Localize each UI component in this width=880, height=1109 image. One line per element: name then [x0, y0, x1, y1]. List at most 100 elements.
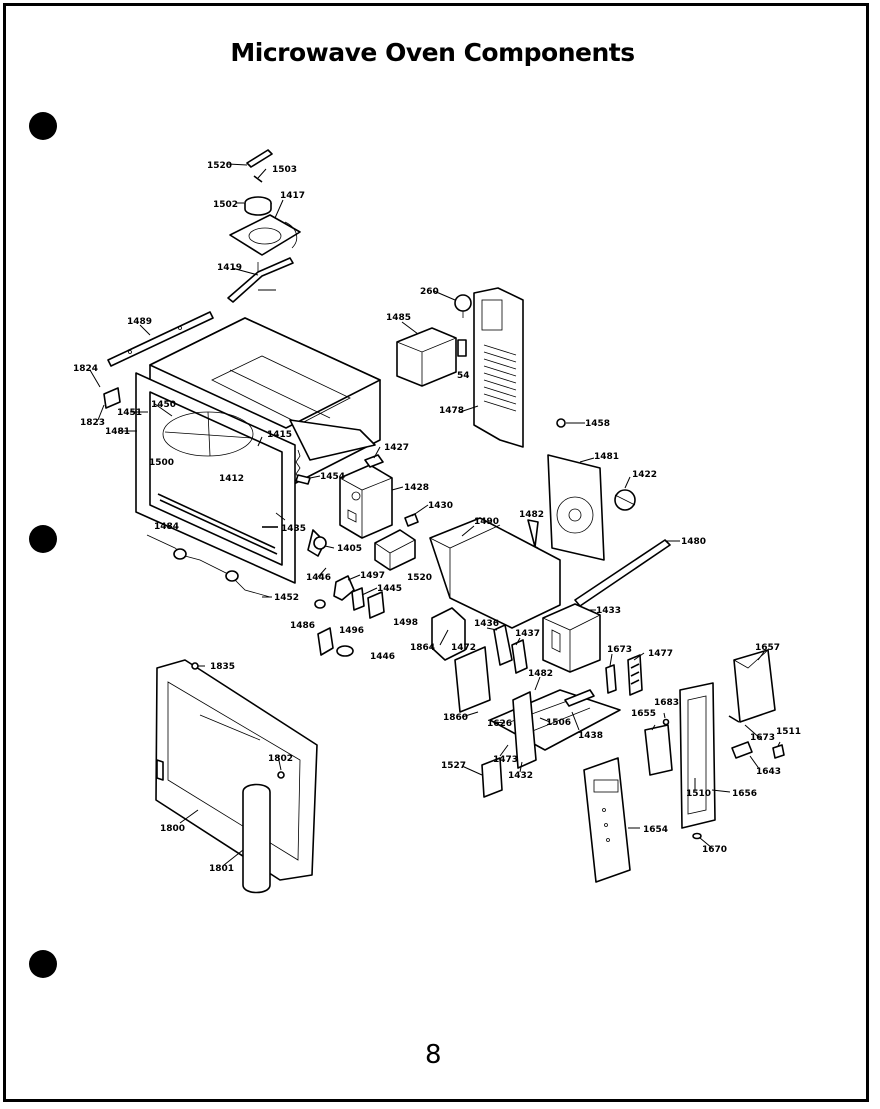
control-bracket-1656 — [679, 682, 716, 829]
part-label: 1497 — [360, 571, 385, 581]
part-label: 1473 — [493, 755, 518, 765]
part-label: 1502 — [213, 200, 238, 210]
switch-1445 — [351, 587, 365, 611]
part-label: 1430 — [428, 501, 453, 511]
fan-motor-1422 — [614, 489, 636, 511]
part-label: 1520 — [407, 573, 432, 583]
part-label: 1655 — [631, 709, 656, 719]
part-label: 1458 — [585, 419, 610, 429]
bracket-1527 — [481, 757, 503, 798]
part-label: 1801 — [209, 864, 234, 874]
clip-1643 — [731, 741, 753, 759]
part-label: 1656 — [732, 789, 757, 799]
part-label: 1511 — [776, 727, 801, 737]
part-label: 1500 — [149, 458, 174, 468]
capacitor-1438 — [564, 689, 595, 707]
part-label: 1860 — [443, 713, 468, 723]
part-label: 1503 — [272, 165, 297, 175]
part-label: 1454 — [320, 472, 345, 482]
stirrer-pulley — [244, 196, 272, 216]
part-label: 1427 — [384, 443, 409, 453]
thermal-cutout-1427 — [364, 454, 384, 468]
part-label: 1480 — [681, 537, 706, 547]
part-label: 1506 — [546, 718, 571, 728]
part-label: 1510 — [686, 789, 711, 799]
part-label: 1657 — [755, 643, 780, 653]
part-label: 260 — [420, 287, 439, 297]
part-label: 1433 — [596, 606, 621, 616]
base-frame-1490 — [429, 517, 561, 629]
part-label: 1445 — [377, 584, 402, 594]
part-label: 1490 — [474, 517, 499, 527]
part-label: 1481 — [594, 452, 619, 462]
part-label: 1683 — [654, 698, 679, 708]
lamp-260 — [454, 294, 472, 318]
cover-1657 — [733, 649, 776, 723]
part-label: 1626 — [487, 719, 512, 729]
bracket-1520-lower — [374, 529, 416, 571]
part-label: 1432 — [508, 771, 533, 781]
screw-1683 — [662, 718, 670, 726]
part-label: 1484 — [154, 522, 179, 532]
bracket-1823 — [103, 387, 121, 409]
part-label: 1437 — [515, 629, 540, 639]
magnetron — [339, 464, 393, 539]
page-border — [3, 3, 869, 1102]
clip-1430 — [404, 513, 419, 527]
fan-housing-1481 — [547, 454, 605, 561]
spring-1454 — [295, 449, 311, 485]
nut-1486 — [314, 599, 326, 609]
part-label: 1485 — [386, 313, 411, 323]
page-number: 8 — [425, 1040, 442, 1070]
panel-1472 — [454, 646, 491, 713]
cover-1864 — [431, 607, 466, 661]
clip-1511 — [772, 744, 785, 759]
fan-blade-1405 — [307, 529, 327, 557]
screw-1835 — [191, 662, 199, 670]
part-label: 1527 — [441, 761, 466, 771]
part-label: 1428 — [404, 483, 429, 493]
switch-1497 — [333, 575, 355, 601]
bracket-1498 — [367, 591, 385, 619]
screw-1670 — [692, 832, 702, 840]
nut-1458 — [556, 418, 566, 428]
bracket-1436 — [493, 624, 513, 666]
binder-hole-bottom — [29, 950, 57, 978]
stirrer-motor-bracket — [229, 214, 301, 256]
clip-1446-lower — [336, 645, 354, 657]
lever-1496 — [317, 627, 334, 656]
board-1655 — [644, 724, 673, 776]
switch-1477 — [627, 654, 643, 696]
part-label: 1864 — [410, 643, 435, 653]
part-label: 1405 — [337, 544, 362, 554]
screw-1503 — [253, 175, 263, 183]
door-1800 — [155, 659, 318, 881]
screw-1673 — [728, 715, 740, 723]
part-label: 1498 — [393, 618, 418, 628]
part-label: 1446 — [306, 573, 331, 583]
part-label: 1673 — [750, 733, 775, 743]
leader-lines — [89, 163, 781, 866]
control-panel-1654 — [583, 757, 631, 883]
part-label: 1478 — [439, 406, 464, 416]
door-hinge — [156, 759, 164, 781]
part-label: 1435 — [281, 524, 306, 534]
door-interlock-rod — [146, 534, 271, 598]
part-label: 1472 — [451, 643, 476, 653]
binder-hole-middle — [29, 525, 57, 553]
part-label: 1482 — [528, 669, 553, 679]
page-title: Microwave Oven Components — [230, 38, 635, 67]
top-rail-1489 — [107, 311, 214, 367]
part-label: 1800 — [160, 824, 185, 834]
relay-1673 — [605, 664, 617, 694]
waveguide-rod — [227, 257, 294, 303]
part-label: 1451 — [117, 408, 142, 418]
part-label: 1520 — [207, 161, 232, 171]
part-label: 1673 — [607, 645, 632, 655]
part-label: 1670 — [702, 845, 727, 855]
part-label: 1496 — [339, 626, 364, 636]
part-label: 1477 — [648, 649, 673, 659]
part-label: 1417 — [280, 191, 305, 201]
